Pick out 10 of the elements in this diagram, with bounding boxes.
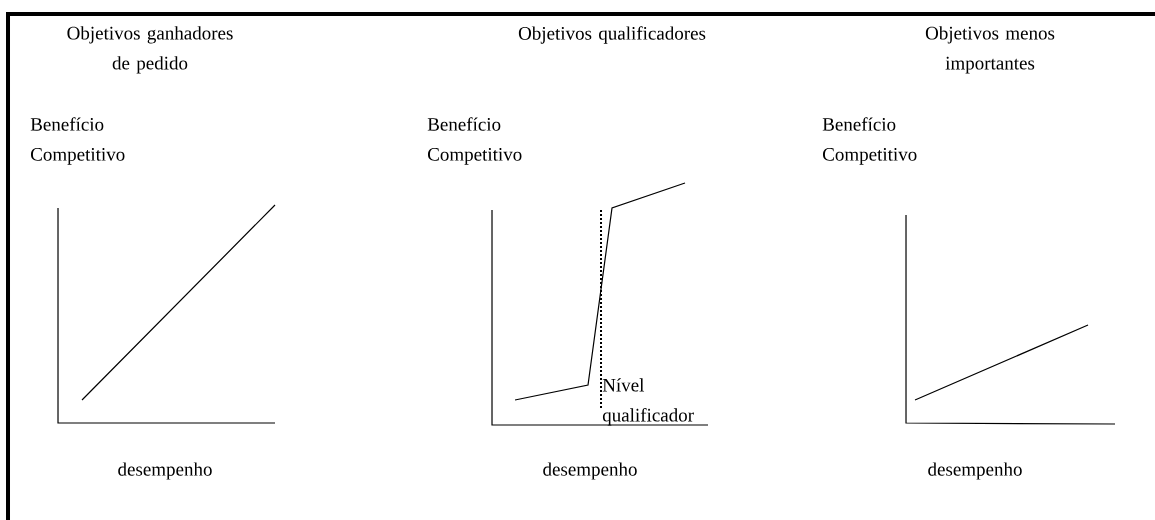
axis-label: Benefício Competitivo <box>822 117 917 165</box>
axis-label: Benefício Competitivo <box>427 117 522 165</box>
panel-heading: Objetivos ganhadores de pedido <box>67 26 233 74</box>
axis-label: desempenho <box>543 462 637 480</box>
axis-label: desempenho <box>118 462 212 480</box>
panel-heading: Objetivos qualificadores <box>518 26 706 44</box>
axis-label: desempenho <box>928 462 1022 480</box>
panel-heading: Objetivos menos importantes <box>925 26 1055 74</box>
axis-label: Benefício Competitivo <box>30 117 125 165</box>
threshold-label: Nível qualificador <box>602 378 694 426</box>
